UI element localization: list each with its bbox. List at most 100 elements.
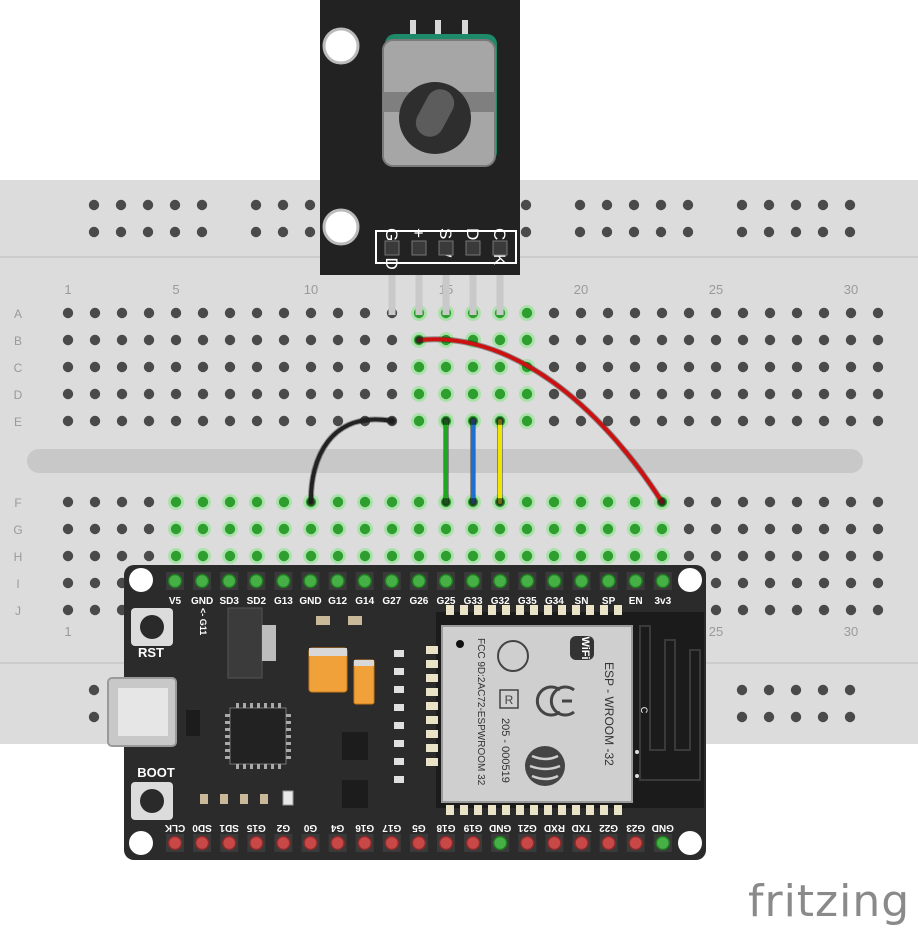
chip-pin	[243, 764, 246, 769]
hole	[89, 604, 101, 616]
rail-hole	[817, 226, 829, 238]
connected-hole	[602, 550, 614, 562]
wire-end	[442, 417, 450, 425]
rotary-encoder-module: GND+SWDTCLK	[320, 0, 520, 275]
esp32-mount-hole	[129, 831, 153, 855]
hole	[305, 307, 317, 319]
rail-hole	[88, 711, 100, 723]
hole	[872, 415, 884, 427]
hole	[710, 577, 722, 589]
hole	[818, 550, 830, 562]
rail-hole	[142, 199, 154, 211]
connected-hole	[629, 550, 641, 562]
connected-hole	[386, 523, 398, 535]
rail-hole	[196, 226, 208, 238]
r-mark-box	[499, 689, 519, 709]
bottom-pin	[655, 835, 671, 851]
hole	[872, 496, 884, 508]
hole	[332, 361, 344, 373]
pin1-marker	[456, 640, 464, 648]
module-pad-top	[572, 605, 580, 615]
connected-hole	[440, 388, 452, 400]
chip-pin	[264, 764, 267, 769]
hole	[359, 388, 371, 400]
rail-hole	[844, 684, 856, 696]
hole	[62, 307, 74, 319]
bottom-pin	[167, 835, 183, 851]
module-pad-side	[426, 716, 438, 724]
hole	[332, 307, 344, 319]
transistor	[342, 780, 368, 808]
fritzing-watermark: fritzing	[748, 876, 911, 927]
bottom-pin	[221, 835, 237, 851]
rail-hole	[763, 199, 775, 211]
hole	[737, 604, 749, 616]
module-pad-top	[600, 605, 608, 615]
top-pin	[601, 573, 616, 589]
connected-hole	[521, 496, 533, 508]
hole	[332, 415, 344, 427]
hole	[845, 523, 857, 535]
encoder-top-pin	[410, 20, 416, 38]
capacitor-small	[348, 616, 362, 625]
chip-pin	[278, 764, 281, 769]
bottom-pin-label: G5	[412, 822, 426, 833]
hole	[170, 415, 182, 427]
hole	[710, 496, 722, 508]
top-pin-label: G26	[409, 596, 428, 607]
encoder-pin-label: +	[409, 228, 428, 240]
row-label: H	[14, 550, 23, 564]
hole	[143, 334, 155, 346]
connected-hole	[575, 523, 587, 535]
hole	[548, 388, 560, 400]
connected-hole	[413, 496, 425, 508]
smd-part	[260, 794, 268, 804]
connected-hole	[494, 388, 506, 400]
column-number-bottom: 30	[844, 624, 858, 639]
hole	[656, 415, 668, 427]
espressif-logo-swirl	[529, 754, 561, 781]
top-pin-label: SD2	[247, 596, 267, 607]
rail-hole	[817, 684, 829, 696]
vcc-wire	[417, 337, 664, 504]
row-label: F	[14, 496, 21, 510]
hole	[62, 334, 74, 346]
mount-hole-top	[322, 27, 360, 65]
boot-button	[140, 789, 164, 813]
connected-hole	[359, 496, 371, 508]
hole	[251, 415, 263, 427]
top-pin-label: GND	[299, 596, 321, 607]
chip-pin	[286, 721, 291, 724]
top-pin-label: G12	[328, 596, 347, 607]
rail-hole	[250, 199, 262, 211]
bottom-pin-label: G23	[626, 822, 645, 833]
hole	[278, 415, 290, 427]
chip-pin	[225, 721, 230, 724]
hole	[386, 361, 398, 373]
hole	[116, 388, 128, 400]
hole	[818, 577, 830, 589]
module-pad-top	[544, 605, 552, 615]
bottom-pin	[520, 835, 535, 851]
hole	[629, 361, 641, 373]
rail-hole	[142, 226, 154, 238]
top-pin	[492, 573, 508, 589]
rail-hole	[88, 226, 100, 238]
bottom-pin-label: G19	[463, 822, 482, 833]
hole	[710, 550, 722, 562]
connected-hole	[467, 361, 479, 373]
connected-hole	[440, 550, 452, 562]
hole	[764, 496, 776, 508]
connected-hole	[467, 388, 479, 400]
hole	[764, 577, 776, 589]
module-pad-side	[426, 702, 438, 710]
top-pin	[465, 573, 481, 589]
connected-hole	[548, 550, 560, 562]
bottom-pin-label: G16	[355, 822, 374, 833]
module-pad-bottom	[460, 805, 468, 815]
connected-hole	[413, 523, 425, 535]
bottom-pin	[574, 835, 589, 851]
tantalum-capacitor	[353, 659, 375, 705]
hole	[629, 307, 641, 319]
connected-hole	[278, 550, 290, 562]
